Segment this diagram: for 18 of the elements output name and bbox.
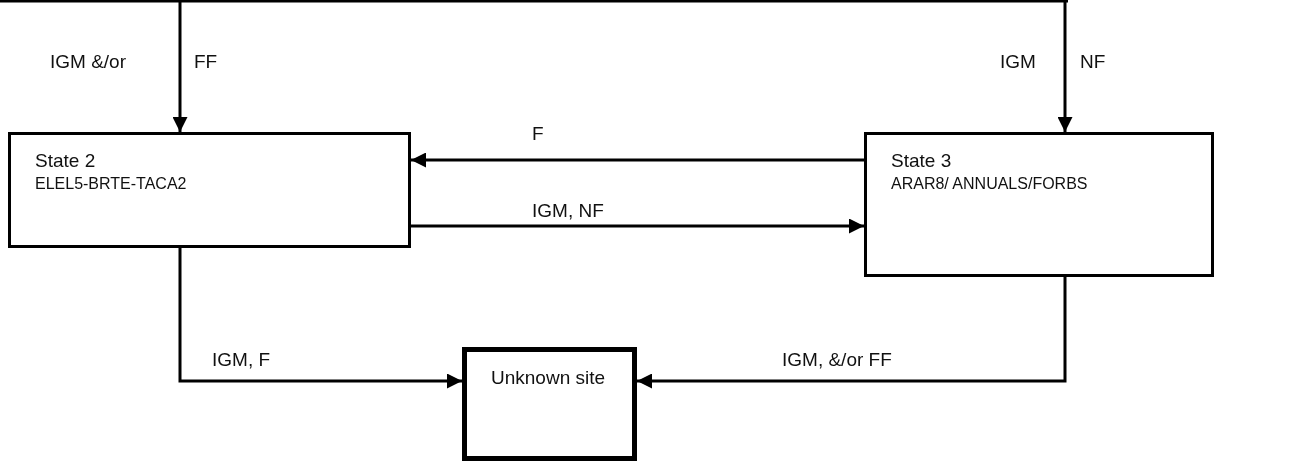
transition-label: IGM &/or <box>50 51 126 73</box>
arrow <box>178 248 462 389</box>
transition-label: NF <box>1080 51 1106 73</box>
transition-label: IGM <box>1000 51 1036 73</box>
arrow <box>1057 2 1073 132</box>
site-box <box>462 347 637 461</box>
state-box <box>864 132 1214 277</box>
state-title: State 3 <box>891 149 953 173</box>
state-title: Unknown site <box>491 366 607 390</box>
species-list: ARAR8/ ANNUALS/FORBS <box>891 173 1211 195</box>
arrow <box>637 277 1067 389</box>
transition-label: FF <box>194 51 218 73</box>
arrow <box>411 218 864 234</box>
arrow <box>172 2 188 132</box>
state-title: State 2 <box>35 149 97 173</box>
species-list: ELEL5-BRTE-TACA2 <box>35 173 408 195</box>
state-box <box>8 132 411 248</box>
arrow <box>411 152 864 168</box>
